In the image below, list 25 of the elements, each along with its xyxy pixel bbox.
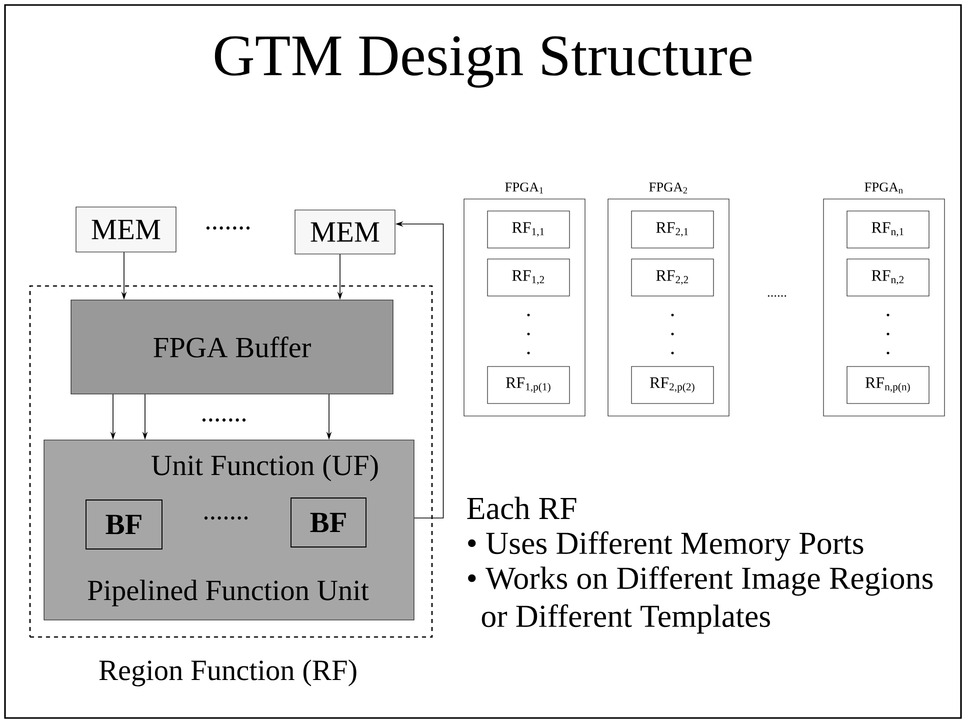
rf-box: RF$_{1,p(1)}$	[487, 366, 570, 404]
rf-box: RF$_{n,2}$	[846, 258, 930, 296]
ellipsis: ......	[768, 295, 786, 297]
bf-box: BF	[86, 500, 162, 550]
ellipsis: .......	[204, 516, 248, 520]
memory-box: MEM	[294, 210, 396, 254]
ellipsis: .......	[206, 226, 250, 230]
rf-box: RF$_{1,2}$	[487, 258, 570, 296]
rf-box: RF$_{n,1}$	[846, 210, 930, 248]
node-label: FPGA$_{n}$	[864, 182, 903, 194]
rf-box: RF$_{2,2}$	[631, 258, 714, 296]
rf-box: RF$_{1,1}$	[487, 210, 570, 248]
node-label: Region Function (RF)	[99, 660, 356, 686]
buffer-box: FPGA Buffer	[70, 300, 394, 394]
memory-box: MEM	[76, 206, 176, 252]
bf-box: BF	[290, 498, 366, 548]
rf-box: RF$_{n,p(n)}$	[846, 366, 930, 404]
rf-box: RF$_{2,p(2)}$	[631, 366, 714, 404]
bullet-text: • Works on Different Image Regions or Different Templates	[468, 566, 933, 634]
rf-box: RF$_{2,1}$	[631, 210, 714, 248]
bullet-text: • Uses Different Memory Ports	[468, 531, 864, 561]
node-label: FPGA$_{2}$	[649, 182, 688, 194]
slide-title: GTM Design Structure	[214, 36, 752, 88]
node-label: FPGA$_{1}$	[505, 182, 543, 194]
text-heading: Each RF	[467, 496, 576, 520]
